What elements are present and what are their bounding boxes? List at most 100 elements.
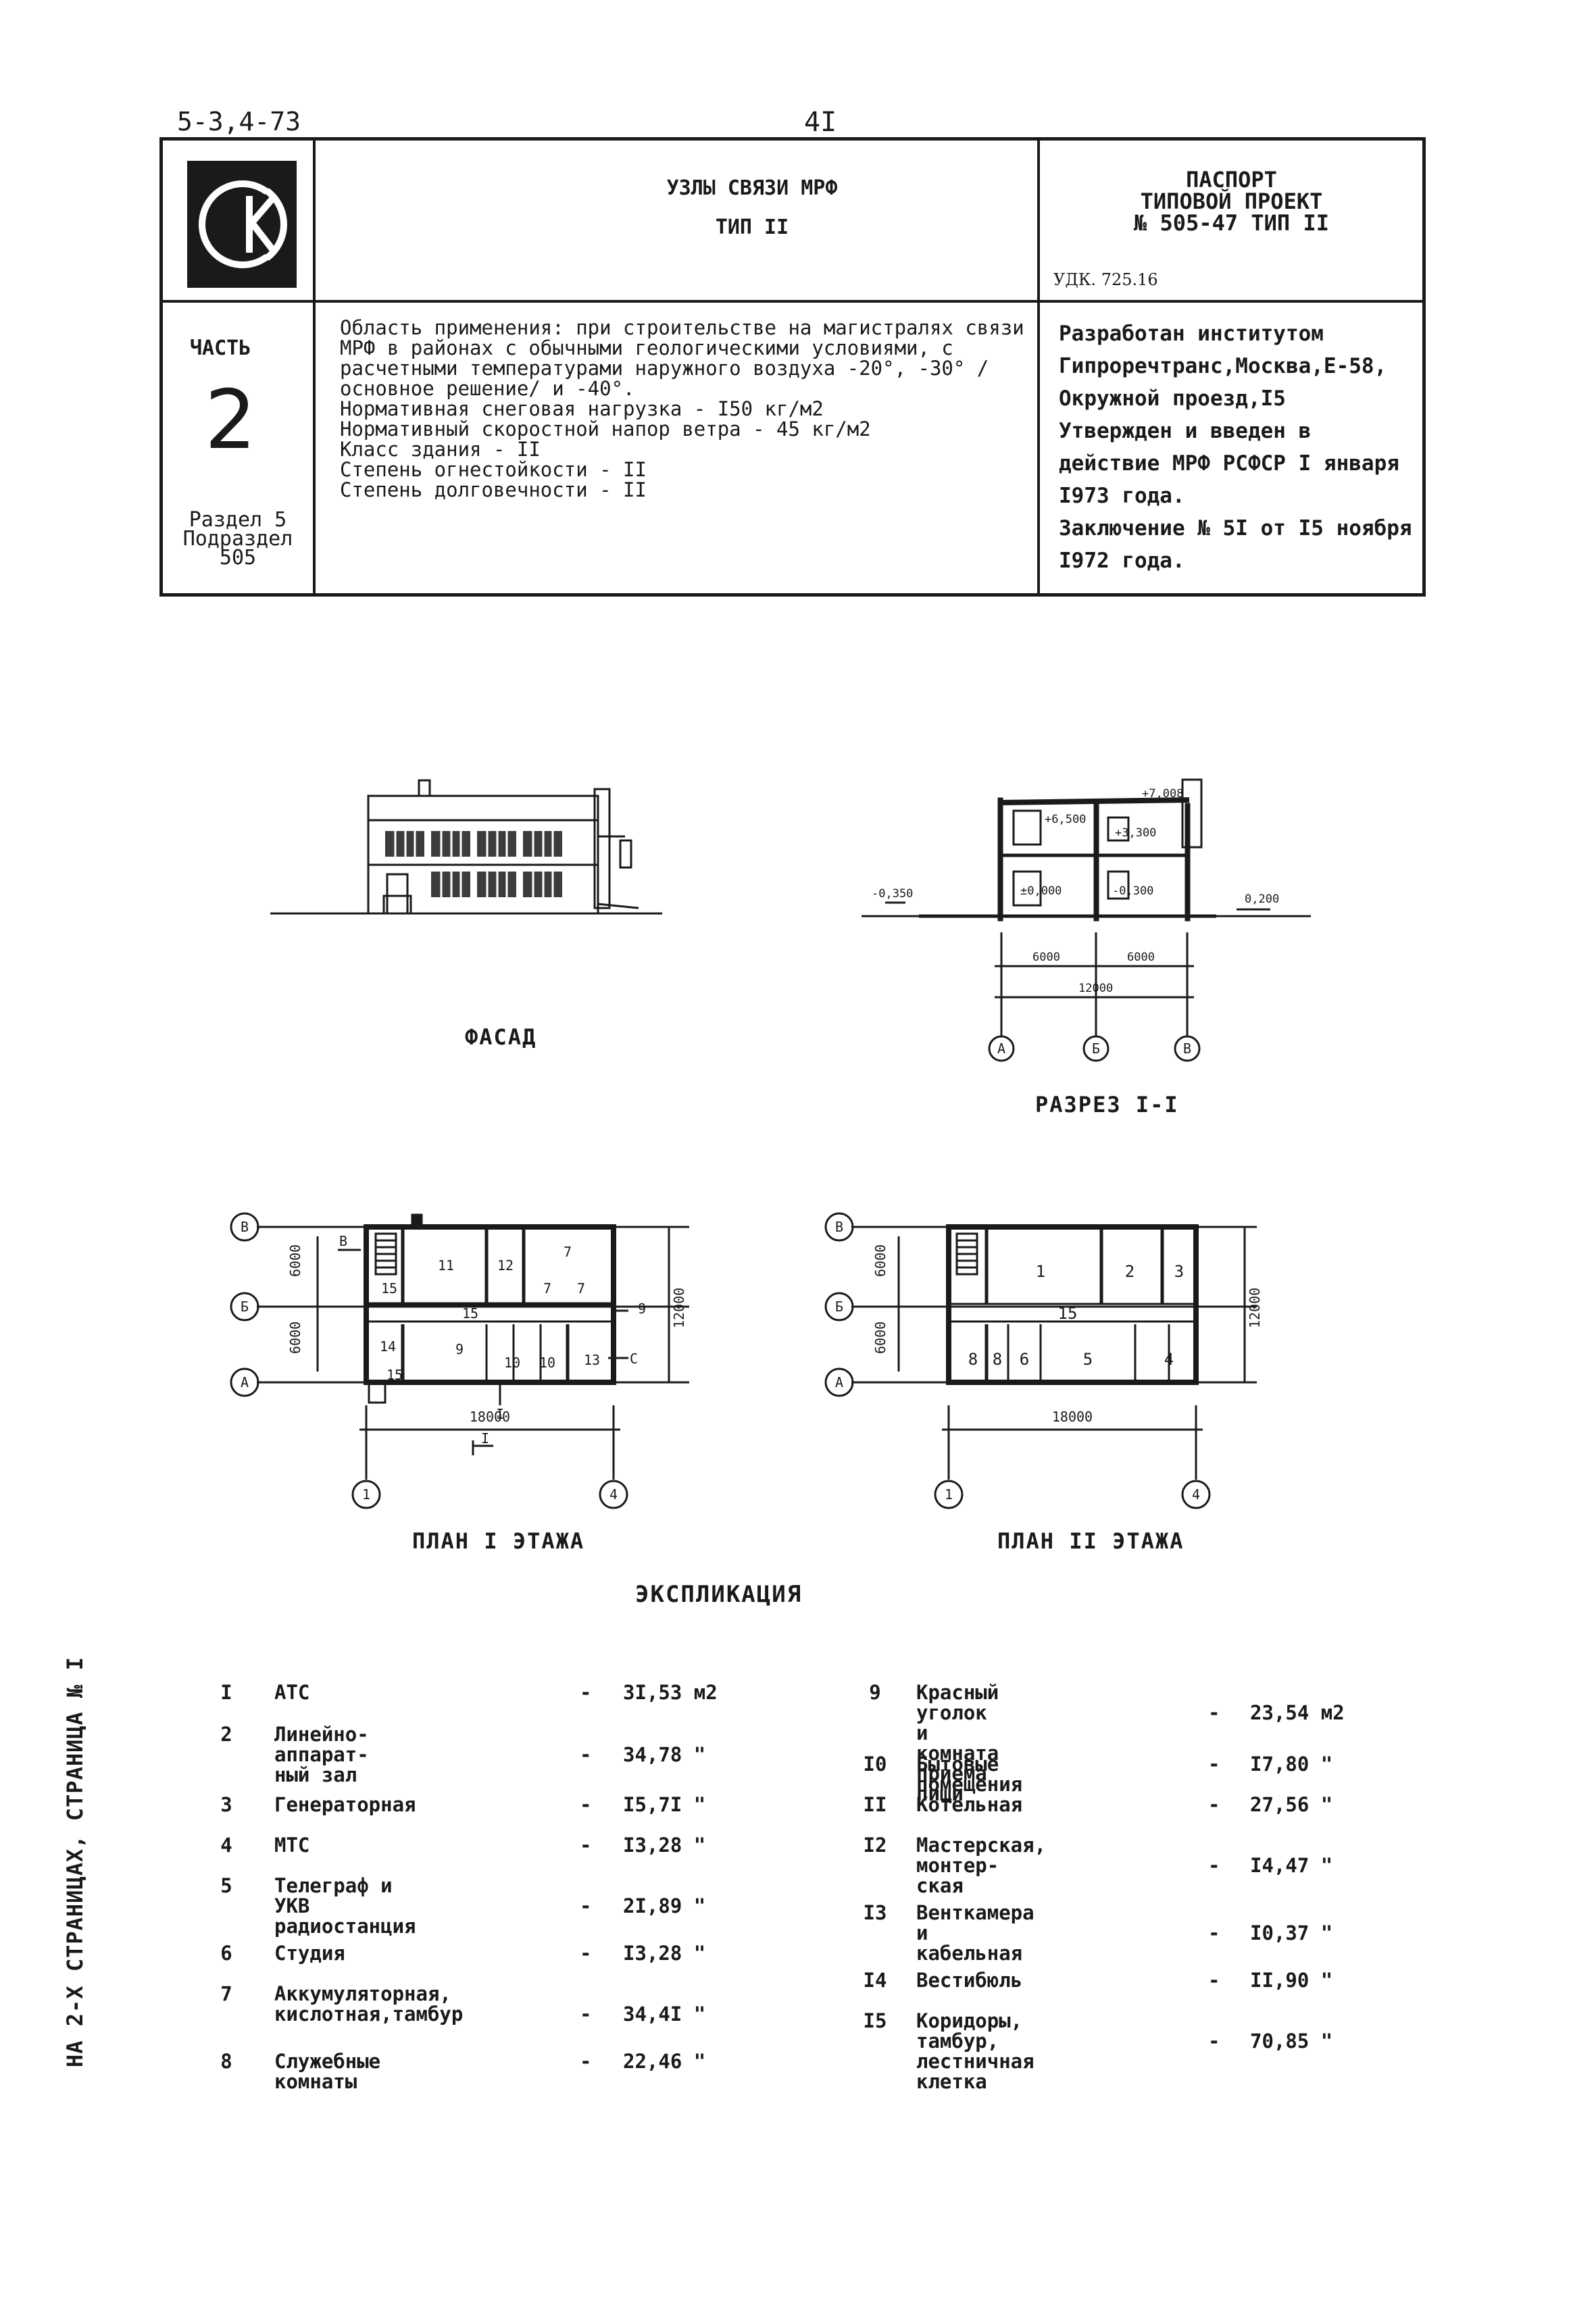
document-number: 5-3,4-73 xyxy=(177,107,301,136)
room-number: I2 xyxy=(863,1834,887,1857)
entrance-mark: С xyxy=(630,1351,638,1367)
plan1-room-numbers: 11 12 7 7 7 15 15 14 9 10 10 13 15 В С 9… xyxy=(241,1219,646,1503)
dash: - xyxy=(1208,1753,1220,1776)
room-number: 8 xyxy=(993,1350,1002,1369)
room-number: 15 xyxy=(462,1305,478,1322)
room-name: Мастерская, монтер- ская xyxy=(916,1834,1047,1897)
dimension-label: 6000 xyxy=(1127,951,1155,964)
axis-label: Б xyxy=(241,1299,249,1315)
axis-label: А xyxy=(241,1374,249,1390)
section-mark: -0,350 xyxy=(872,887,913,901)
room-number: 14 xyxy=(380,1338,396,1355)
section-mark: 0,200 xyxy=(1245,892,1279,906)
dash: - xyxy=(580,1942,592,1965)
axis-label: В xyxy=(1183,1040,1191,1057)
room-number: 3 xyxy=(1174,1262,1184,1281)
room-name: Красный уголок и комната приема пищи xyxy=(916,1681,999,1805)
room-name: Студия xyxy=(274,1942,345,1965)
room-number: 8 xyxy=(220,2050,232,2073)
room-number: 12 xyxy=(497,1257,514,1274)
section-mark: +3,300 xyxy=(1115,826,1156,840)
dash: - xyxy=(1208,1854,1220,1877)
dimension-label: 6000 xyxy=(872,1322,889,1354)
room-name: Служебные комнаты xyxy=(274,2050,381,2093)
room-number: II xyxy=(863,1793,887,1816)
room-name: АТС xyxy=(274,1681,310,1704)
room-number: I3 xyxy=(863,1901,887,1924)
dash: - xyxy=(580,2050,592,2073)
room-number: I5 xyxy=(863,2009,887,2032)
room-area: 70,85 " xyxy=(1250,2030,1333,2053)
room-number: 7 xyxy=(543,1280,551,1297)
dimension-label: 6000 xyxy=(287,1322,303,1354)
section-info: Раздел 5 Подраздел 505 xyxy=(163,508,313,568)
section-mark: +7,008 xyxy=(1142,787,1183,801)
room-number: 11 xyxy=(438,1257,454,1274)
plan-floor-2-drawing: 1 2 3 15 8 8 6 5 4 В Б А 1 4 18000 6000 … xyxy=(824,1212,1263,1509)
room-area: I5,7I " xyxy=(623,1793,706,1816)
table-divider xyxy=(313,141,316,593)
room-area: 34,78 " xyxy=(623,1743,706,1766)
axis-label: 4 xyxy=(609,1486,618,1503)
room-number: 9 xyxy=(638,1301,646,1317)
udk-code: УДК. 725.16 xyxy=(1053,270,1158,289)
room-area: 3I,53 м2 xyxy=(623,1681,718,1704)
plan2-caption: ПЛАН II ЭТАЖА xyxy=(997,1528,1184,1554)
dash: - xyxy=(580,1793,592,1816)
room-area: 27,56 " xyxy=(1250,1793,1333,1816)
dash: - xyxy=(580,1834,592,1857)
table-divider xyxy=(163,300,1422,303)
dash: - xyxy=(1208,1921,1220,1944)
table-divider xyxy=(1037,141,1040,593)
room-name: Телеграф и УКВ радиостанция xyxy=(274,1874,416,1938)
section-mark: +6,500 xyxy=(1045,813,1086,826)
dimension-label: 18000 xyxy=(1052,1409,1093,1425)
room-area: 2I,89 " xyxy=(623,1894,706,1917)
room-name: МТС xyxy=(274,1834,310,1857)
room-number: 9 xyxy=(455,1341,464,1357)
sk-logo xyxy=(187,161,297,288)
dimension-label: 6000 xyxy=(872,1244,889,1277)
room-number: 13 xyxy=(584,1352,600,1368)
room-number: 6 xyxy=(220,1942,232,1965)
room-number: 2 xyxy=(220,1723,232,1746)
room-area: I3,28 " xyxy=(623,1942,706,1965)
room-area: I4,47 " xyxy=(1250,1854,1333,1877)
room-number: 10 xyxy=(539,1355,555,1371)
room-number: 15 xyxy=(381,1280,397,1297)
dimension-label: 12000 xyxy=(1247,1288,1263,1328)
room-number: 10 xyxy=(504,1355,520,1371)
dimension-label: 6000 xyxy=(1032,951,1060,964)
room-number: 2 xyxy=(1125,1262,1134,1281)
room-name: Аккумуляторная, кислотная,тамбур xyxy=(274,1982,464,2026)
section-caption: РАЗРЕЗ I-I xyxy=(1035,1092,1179,1117)
dimension-label: 18000 xyxy=(470,1409,510,1425)
dash: - xyxy=(580,1894,592,1917)
developer-info: Разработан институтом Гипроречтранс,Моск… xyxy=(1059,322,1412,573)
page-number: 4I xyxy=(804,107,837,138)
axis-label: Б xyxy=(1092,1040,1100,1057)
project-title-line: ТИП II xyxy=(715,216,789,239)
room-area: II,90 " xyxy=(1250,1969,1333,1992)
dash: - xyxy=(1208,1969,1220,1992)
section-drawing: +6,500 +3,300 ±0,000 -0,300 -0,350 0,200… xyxy=(862,778,1311,1062)
room-number: 15 xyxy=(386,1367,403,1383)
section-line: Подраздел xyxy=(182,527,293,551)
section-line: Раздел 5 xyxy=(189,508,287,532)
axis-label: А xyxy=(997,1040,1005,1057)
room-area: 23,54 м2 xyxy=(1250,1701,1345,1724)
room-number: 6 xyxy=(1020,1350,1029,1369)
section-mark: -0,300 xyxy=(1112,884,1153,898)
passport-heading-line: ПАСПОРТ xyxy=(1186,167,1277,193)
entrance-mark: В xyxy=(339,1233,347,1249)
room-name: Венткамера и кабельная xyxy=(916,1901,1034,1965)
sk-logo-icon xyxy=(187,161,297,288)
room-area: 34,4I " xyxy=(623,2003,706,2026)
dash: - xyxy=(1208,1701,1220,1724)
dimension-label: 12000 xyxy=(671,1288,687,1328)
application-conditions: Область применения: при строительстве на… xyxy=(340,316,1024,501)
room-number: I0 xyxy=(863,1753,887,1776)
dash: - xyxy=(580,2003,592,2026)
room-number: 15 xyxy=(1058,1304,1078,1323)
room-number: 4 xyxy=(220,1834,232,1857)
